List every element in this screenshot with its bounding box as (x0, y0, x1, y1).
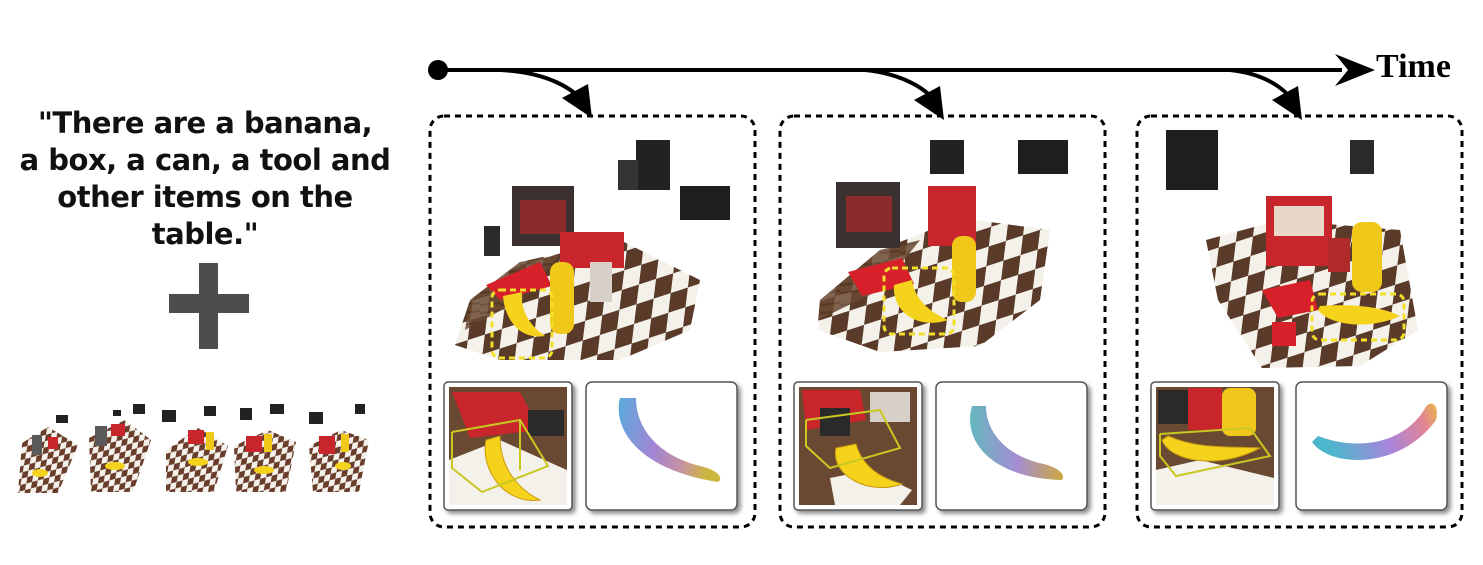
frame-panel-1 (428, 114, 757, 529)
banana-crop-inset (1150, 381, 1280, 511)
banana-highlight-box (1310, 292, 1406, 342)
scene-point-cloud (818, 140, 1068, 352)
scene-point-cloud (455, 140, 730, 360)
timeline-axis (428, 54, 1375, 120)
input-frame-thumbnail (18, 415, 78, 493)
frame-panel-3 (1135, 114, 1464, 529)
plus-icon (169, 263, 249, 349)
banana-highlight-box (882, 266, 956, 336)
prompt-text: "There are a banana, a box, a can, a too… (10, 105, 400, 253)
input-frame-thumbnail (89, 404, 151, 492)
scene-point-cloud (1166, 130, 1418, 368)
prompt-line: other items on the table." (57, 180, 353, 251)
prompt-line: "There are a banana, (37, 106, 373, 140)
banana-point-cloud-inset (935, 381, 1088, 511)
input-frame-thumbnail (162, 406, 228, 492)
input-frame-thumbnail (234, 404, 296, 492)
input-frame-sequence (18, 404, 369, 493)
banana-point-cloud-inset (1295, 381, 1448, 511)
frame-panel-2 (778, 114, 1107, 529)
prompt-line: a box, a can, a tool and (19, 143, 391, 177)
banana-point-cloud-inset (585, 381, 738, 511)
time-axis-label: Time (1376, 48, 1451, 85)
banana-crop-inset (443, 381, 573, 511)
banana-crop-inset (793, 381, 923, 511)
input-frame-thumbnail (309, 404, 369, 492)
timeline-arrowhead (1335, 54, 1375, 86)
banana-highlight-box (490, 288, 554, 360)
